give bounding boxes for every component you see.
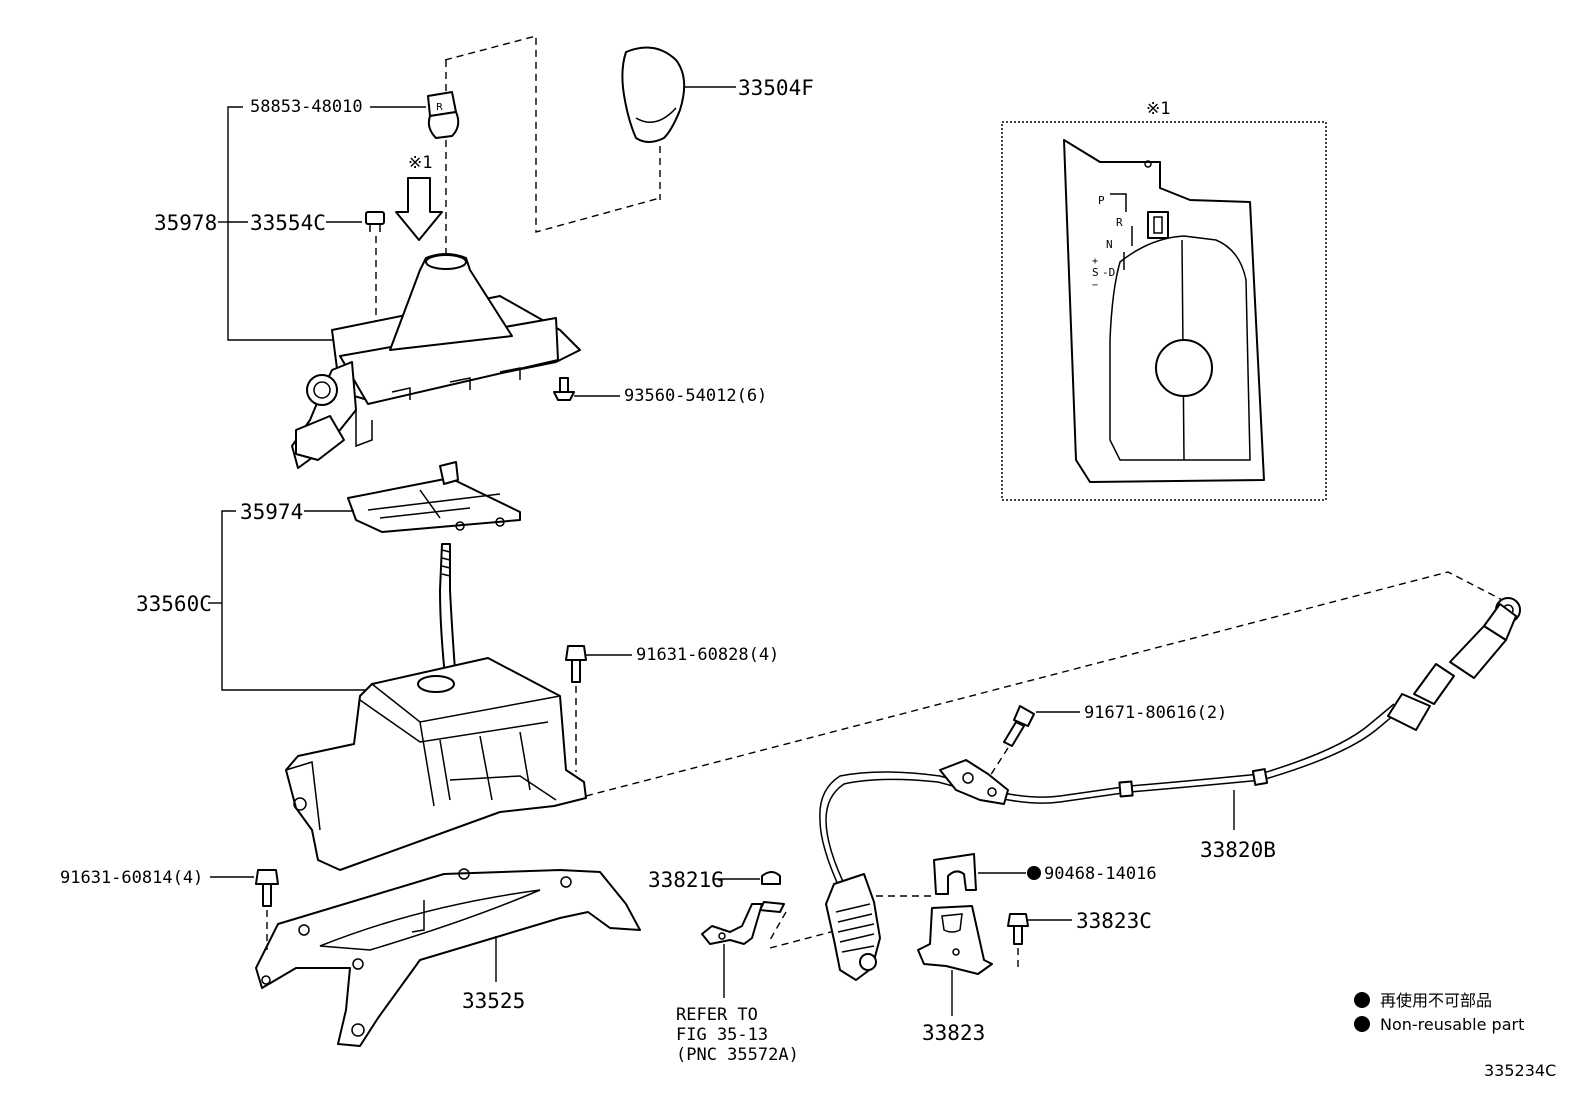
- knob-dashed-path: [444, 35, 661, 233]
- label-91631-60828: 91631-60828(4): [636, 645, 779, 665]
- label-33821g: 33821G: [648, 868, 724, 892]
- label-93560-54012: 93560-54012(6): [624, 386, 767, 406]
- legend-en: Non-reusable part: [1380, 1015, 1524, 1034]
- label-58853-48010: 58853-48010: [250, 97, 363, 117]
- bracket-33525-drawing: [255, 868, 641, 1047]
- bracket-33823-drawing: [917, 905, 993, 975]
- lever-base-drawing: [285, 657, 587, 871]
- label-33554c: 33554C: [250, 211, 326, 235]
- gear-label-plus: +: [1092, 256, 1098, 267]
- non-reusable-mark-icon: [1027, 866, 1041, 880]
- shift-panel-drawing: [1063, 139, 1265, 483]
- shift-knob-drawing: [621, 46, 686, 200]
- clip-33821g-drawing: [761, 871, 781, 885]
- bulb-socket-drawing: R: [427, 91, 460, 139]
- legend-dot-icon-2: [1354, 1016, 1370, 1032]
- ref-mark-arrow: ※1: [408, 153, 432, 173]
- shift-cable-drawing: [819, 597, 1521, 981]
- label-91671-80616: 91671-80616(2): [1084, 703, 1227, 723]
- label-33820b: 33820B: [1200, 838, 1276, 862]
- bolt-91631-60814-drawing: [255, 869, 279, 907]
- plate-35974-drawing: [347, 461, 521, 533]
- bolt-91671-drawing: [1003, 705, 1035, 747]
- screw-93560-drawing: [553, 377, 575, 401]
- bolt-33823c-drawing: [1007, 913, 1029, 945]
- refer-line-2: FIG 35-13: [676, 1025, 768, 1045]
- label-33504f: 33504F: [738, 76, 814, 100]
- detail-ref-mark: ※1: [1146, 99, 1170, 119]
- label-33823: 33823: [922, 1021, 985, 1045]
- label-35974: 35974: [240, 500, 303, 524]
- down-arrow-icon: [395, 177, 443, 241]
- legend-dot-icon-1: [1354, 992, 1370, 1008]
- gear-label-s: S: [1092, 266, 1099, 279]
- label-35978: 35978: [154, 211, 217, 235]
- cable-dashed-path: [585, 571, 1511, 797]
- label-33525: 33525: [462, 989, 525, 1013]
- shift-housing-drawing: [291, 253, 581, 469]
- label-91631-60814: 91631-60814(4): [60, 868, 203, 888]
- bracket-dashed-a: [769, 911, 787, 941]
- bracket-33560c: [221, 510, 370, 691]
- gear-label-r: R: [1116, 216, 1123, 229]
- legend-jp: 再使用不可部品: [1380, 991, 1492, 1010]
- clip-33554c-drawing: [365, 211, 385, 232]
- bolt-91671-dashed: [989, 747, 1009, 777]
- label-90468-14016: 90468-14016: [1044, 864, 1157, 884]
- gear-label-p: P: [1098, 194, 1105, 207]
- bolt-91631-60828-drawing: [565, 645, 587, 683]
- refer-line-1: REFER TO: [676, 1005, 758, 1025]
- label-33560c: 33560C: [136, 592, 212, 616]
- svg-text:R: R: [436, 102, 443, 113]
- clip-90468-drawing: [933, 853, 977, 895]
- cable-bracket-drawing: [701, 901, 785, 945]
- refer-line-3: (PNC 35572A): [676, 1045, 799, 1065]
- gear-label-n: N: [1106, 238, 1113, 251]
- label-33823c: 33823C: [1076, 909, 1152, 933]
- gear-label-d: -D: [1102, 266, 1115, 279]
- figure-id: 335234C: [1484, 1061, 1556, 1080]
- detail-view-frame: [1001, 121, 1327, 501]
- gear-label-minus: −: [1092, 280, 1098, 291]
- bracket-35978: [227, 106, 338, 341]
